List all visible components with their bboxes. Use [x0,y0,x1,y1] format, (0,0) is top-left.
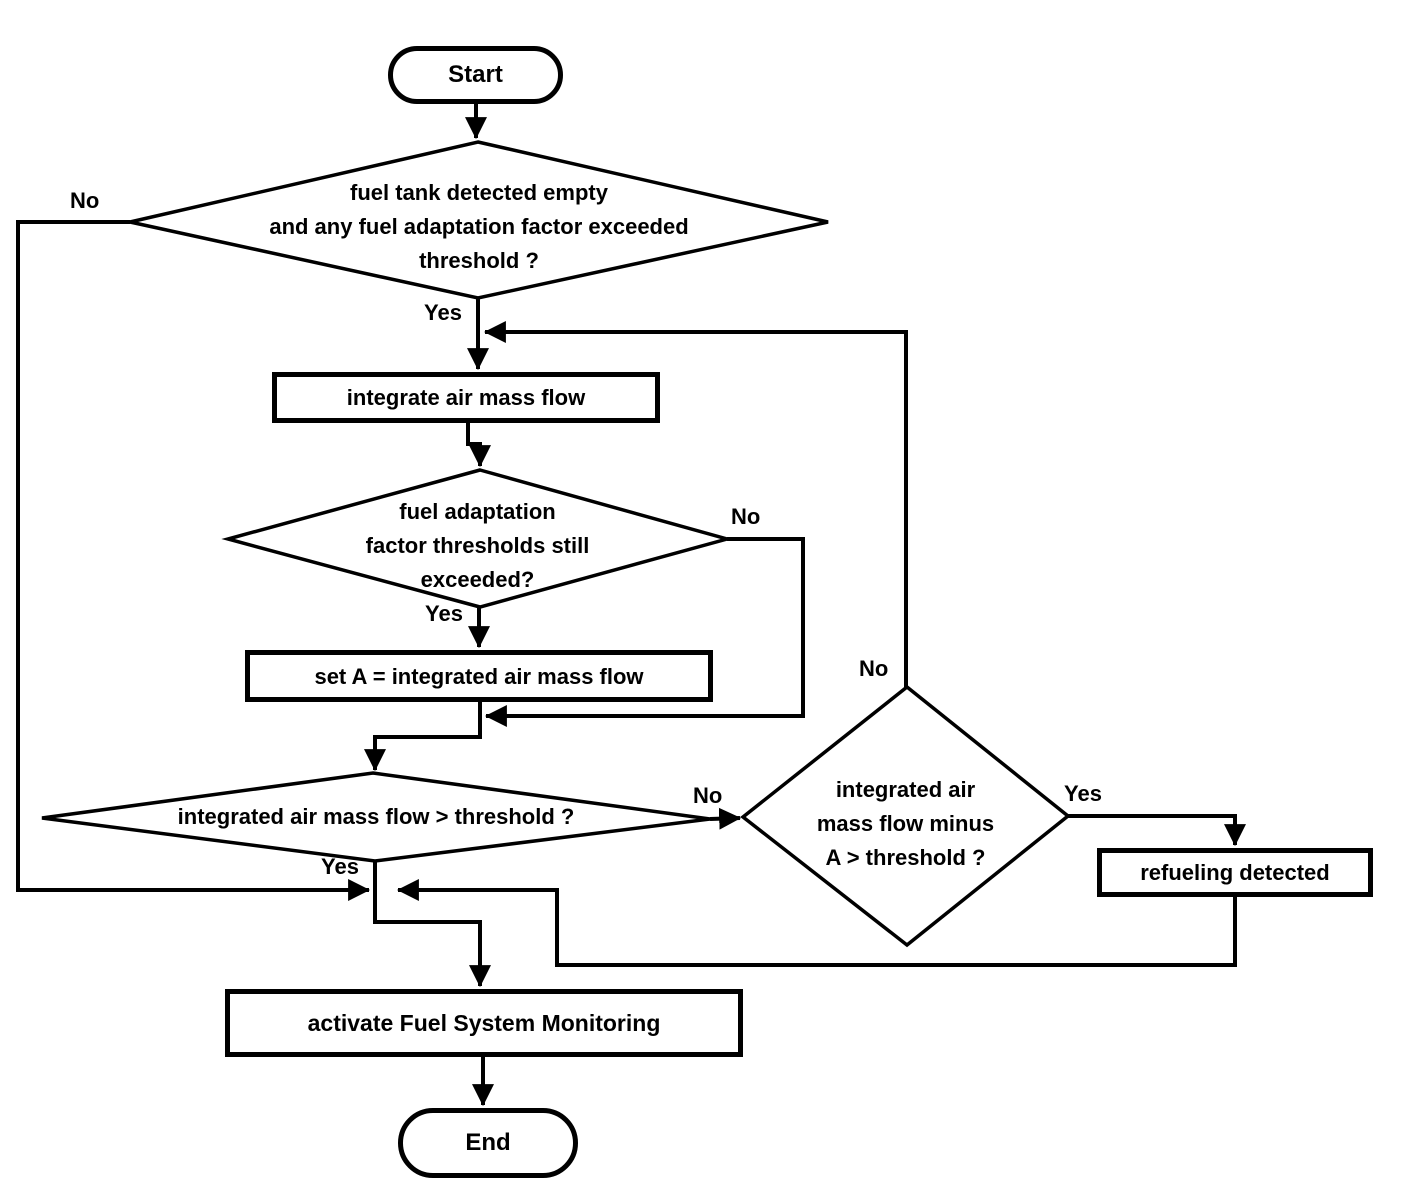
process-activate-monitoring: activate Fuel System Monitoring [225,989,743,1057]
edge-refueling-loop [396,879,1237,967]
edge-check-flow-minus-a-yes [1068,814,1246,847]
edge-label-check-flow-minus-a-no: No [859,656,889,681]
decision-check-flow-minus-a-shape [740,684,1071,948]
decision-check-fuel-empty-label: fuel tank detected empty and any fuel ad… [269,180,689,273]
decision-check-thresholds-label: fuel adaptation factor thresholds still … [365,498,590,592]
edge-label-check-thresholds-no: No [731,504,761,529]
edge-check-thresholds-no [484,537,805,727]
process-refueling-detected: refueling detected [1097,848,1373,897]
end-node: End [398,1108,578,1178]
edge-label-check-fuel-empty-no: No [70,188,100,213]
decision-check-flow-threshold-shape [41,771,711,863]
process-integrate-air: integrate air mass flow [272,372,660,423]
edge-label-check-flow-threshold-yes: Yes [321,854,359,879]
process-set-a: set A = integrated air mass flow [245,650,713,702]
start-node: Start [388,46,563,104]
decision-check-flow-minus-a-label: integrated air mass flow minus A > thres… [816,777,995,870]
decision-check-thresholds-shape [221,468,734,609]
edge-check-fuel-empty-no [16,220,371,901]
edge-check-flow-threshold-yes [373,860,491,988]
edge-check-flow-minus-a-no [483,321,908,687]
edge-integrate-to-check-thresholds [466,423,491,468]
edge-check-flow-threshold-no [709,807,742,830]
edge-label-check-thresholds-yes: Yes [425,601,463,626]
decision-check-fuel-empty-shape [129,140,829,300]
edge-label-check-fuel-empty-yes: Yes [424,300,462,325]
edge-label-check-flow-threshold-no: No [693,783,723,808]
edge-label-check-flow-minus-a-yes: Yes [1064,781,1102,806]
edge-set-a-to-check-flow-threshold [364,702,482,772]
decision-check-flow-threshold-label: integrated air mass flow > threshold ? [177,804,575,829]
